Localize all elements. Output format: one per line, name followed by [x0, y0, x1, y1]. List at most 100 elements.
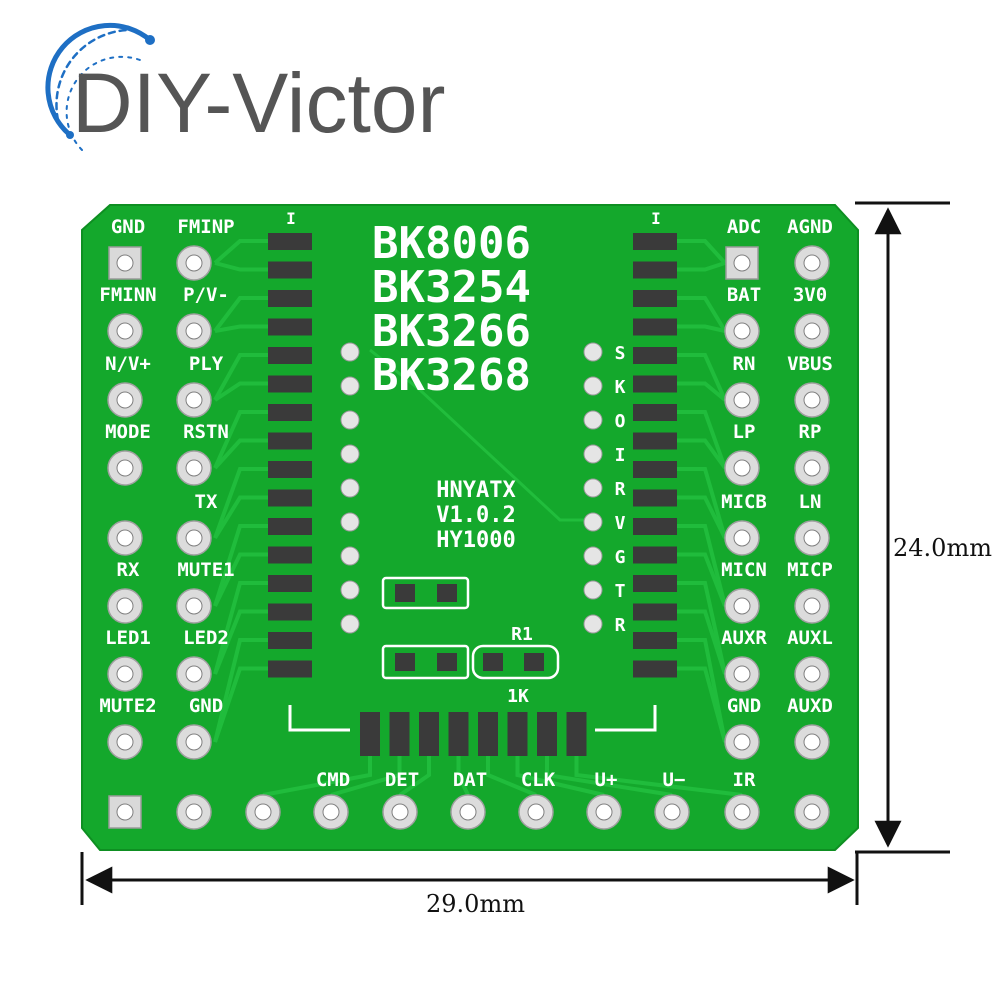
silk-label: CMD — [316, 769, 350, 791]
silk-label: U− — [663, 769, 686, 791]
small-pad — [583, 342, 603, 362]
pad-hole — [733, 529, 751, 547]
silk-label: AUXD — [787, 695, 833, 717]
small-pad — [340, 614, 360, 634]
smd-pad-right — [633, 546, 677, 564]
silk-label: MODE — [105, 421, 151, 443]
smd-pad-right — [633, 404, 677, 421]
trace — [677, 410, 727, 469]
smd-pad-right — [633, 290, 677, 307]
silk-label: HNYATX — [436, 478, 515, 503]
pad-hole — [116, 733, 134, 751]
silk-label: FMINN — [99, 284, 156, 306]
small-pad — [583, 512, 603, 532]
smd-pad-right — [633, 318, 677, 336]
pad-hole — [116, 254, 134, 272]
height-label: 24.0mm — [893, 534, 992, 562]
trace — [213, 666, 268, 743]
pad-hole — [733, 322, 751, 340]
pad-hole — [116, 597, 134, 615]
pad-hole — [116, 459, 134, 477]
smd-pad-right — [633, 575, 677, 592]
small-pad — [340, 444, 360, 464]
smd-pad-right — [633, 233, 677, 250]
pad-hole — [185, 529, 203, 547]
pad-hole — [663, 803, 681, 821]
silk-label: MUTE2 — [99, 695, 156, 717]
smd-pad-left — [268, 375, 312, 393]
trace — [213, 495, 268, 540]
smd-pad-right — [633, 518, 677, 535]
trace — [213, 467, 268, 539]
silk-label: R1 — [511, 624, 533, 645]
module-outline — [288, 705, 350, 732]
trace — [677, 552, 727, 607]
smd-pad-left — [268, 489, 312, 507]
trace — [213, 638, 268, 743]
trace — [398, 756, 431, 797]
pad-hole — [803, 803, 821, 821]
pad-hole — [733, 665, 751, 683]
smd-pad-bottom — [478, 712, 498, 756]
silk-label: GND — [111, 216, 145, 238]
trace — [213, 381, 268, 402]
trace — [677, 495, 727, 539]
silk-label: 1K — [507, 686, 529, 707]
silk-label: N/V+ — [105, 353, 151, 375]
trace — [213, 552, 268, 607]
pad-hole — [116, 529, 134, 547]
dimension-width: 29.0mm — [80, 852, 859, 918]
component-outline — [381, 576, 470, 610]
component-outline — [381, 644, 470, 680]
trace — [213, 581, 268, 675]
small-pad — [583, 410, 603, 430]
trace — [262, 756, 372, 797]
dimension-height: 24.0mm — [855, 201, 992, 854]
smd-component-pad — [483, 653, 503, 671]
silk-label: PLY — [189, 353, 224, 375]
silk-label: V1.0.2 — [436, 503, 515, 528]
silk-label: BK3268 — [372, 350, 531, 401]
silk-label: BK3266 — [372, 306, 531, 357]
smd-pad-left — [268, 461, 312, 478]
pad-hole — [185, 391, 203, 409]
pad-hole — [185, 803, 203, 821]
small-pad — [583, 580, 603, 600]
silk-label: BK8006 — [372, 218, 531, 269]
silk-label: I — [615, 445, 626, 466]
small-pad — [583, 478, 603, 498]
trace — [213, 296, 268, 333]
trace — [213, 524, 268, 607]
trace — [456, 756, 470, 796]
silk-label: 3V0 — [793, 284, 827, 306]
trace — [545, 756, 673, 797]
smd-pad-right — [633, 660, 677, 678]
silk-label: K — [615, 377, 626, 398]
brand-logo: DIY-Victor — [45, 22, 446, 151]
silk-label: G — [615, 547, 626, 568]
resistor-outline — [471, 644, 560, 680]
silk-label: O — [615, 411, 626, 432]
smd-pad-right — [633, 603, 677, 621]
silk-label: V — [615, 513, 626, 534]
silk-label: AGND — [787, 216, 833, 238]
small-pad — [340, 342, 360, 362]
trace — [677, 581, 727, 675]
silk-label: MICN — [721, 559, 767, 581]
silk-label: RN — [733, 353, 756, 375]
silk-label: DET — [385, 769, 419, 791]
pad-hole — [733, 459, 751, 477]
smd-pad-left — [268, 233, 312, 250]
trace — [213, 410, 268, 469]
pad-hole — [322, 803, 340, 821]
silk-label: HY1000 — [436, 528, 515, 553]
smd-pad-right — [633, 432, 677, 450]
trace — [677, 353, 727, 401]
trace — [677, 467, 727, 539]
silk-label: U+ — [595, 769, 618, 791]
silk-label: MUTE1 — [177, 559, 234, 581]
smd-pad-right — [633, 347, 677, 364]
trace — [486, 756, 537, 797]
